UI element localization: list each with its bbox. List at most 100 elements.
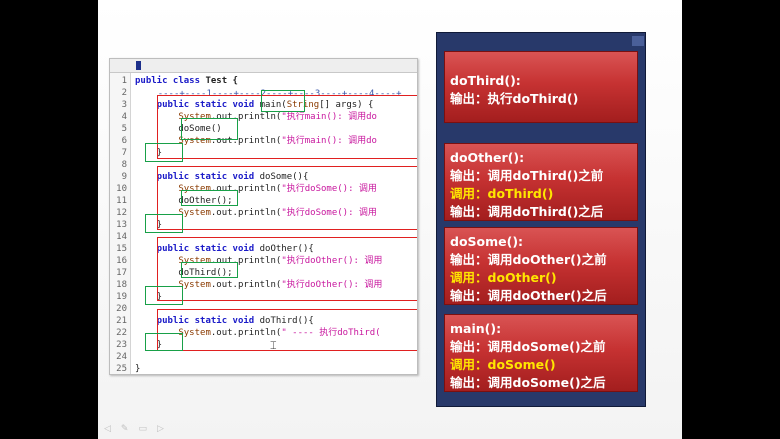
call-box-doother: [181, 190, 238, 206]
card-output-line: 输出：执行doThird(): [450, 91, 579, 106]
line-number: 5: [121, 124, 127, 134]
code-line[interactable]: 22 System.out.println(" ---- 执行doThird(: [110, 327, 417, 339]
code-token: "执行doOther(): 调用: [281, 280, 383, 290]
card-title: doThird():: [450, 73, 521, 88]
code-token: System: [135, 112, 211, 122]
code-editor[interactable]: ----+----1----+----2----+----3----+----4…: [109, 58, 418, 375]
code-token: public static void: [135, 244, 260, 254]
line-number: 7: [121, 148, 127, 158]
card-call-line: 调用：doThird(): [450, 186, 554, 201]
code-line[interactable]: 19 }: [110, 291, 417, 303]
code-line[interactable]: 15 public static void doOther(){: [110, 243, 417, 255]
code-line[interactable]: 6 System.out.println("执行main(): 调用do: [110, 135, 417, 147]
code-token: }: [135, 364, 141, 374]
code-text: }: [135, 291, 162, 303]
call-stack-card: doSome():输出：调用doOther()之前调用：doOther()输出：…: [444, 227, 638, 305]
code-token: Test {: [205, 76, 238, 86]
code-line[interactable]: 2: [110, 87, 417, 99]
code-line[interactable]: 24: [110, 351, 417, 363]
code-token: }: [135, 292, 163, 302]
line-number: 22: [116, 328, 127, 338]
code-text: System.out.println("执行doOther(): 调用: [135, 255, 382, 267]
code-line[interactable]: 14: [110, 231, 417, 243]
call-box-dosome: [181, 118, 238, 140]
code-line[interactable]: 17 doThird();: [110, 267, 417, 279]
code-line[interactable]: 20: [110, 303, 417, 315]
code-text: System.out.println("执行main(): 调用do: [135, 135, 377, 147]
line-number: 12: [116, 208, 127, 218]
slide-toolbar[interactable]: ◁✎▭▷: [104, 424, 174, 434]
back-arrow-icon[interactable]: ◁: [104, 424, 121, 434]
code-token: doOther(){: [259, 244, 314, 254]
code-token: " ---- 执行doThird(: [281, 328, 381, 338]
code-line[interactable]: 25}: [110, 363, 417, 374]
method-box-dosome: [157, 166, 417, 230]
code-line[interactable]: 5 doSome(): [110, 123, 417, 135]
line-number: 13: [116, 220, 127, 230]
code-token: "执行doOther(): 调用: [281, 256, 383, 266]
code-token: System: [135, 328, 211, 338]
code-text: System.out.println("执行doSome(): 调用: [135, 207, 377, 219]
code-line[interactable]: 7 }: [110, 147, 417, 159]
code-token: doOther();: [135, 196, 233, 206]
code-line[interactable]: 9 public static void doSome(){: [110, 171, 417, 183]
code-token: }: [135, 340, 163, 350]
menu-icon[interactable]: ▭: [138, 424, 157, 434]
code-token: "执行main(): 调用do: [281, 136, 377, 146]
code-token: }: [135, 148, 163, 158]
code-line[interactable]: 12 System.out.println("执行doSome(): 调用: [110, 207, 417, 219]
code-token: public static void: [135, 316, 260, 326]
forward-arrow-icon[interactable]: ▷: [156, 424, 174, 434]
code-text: System.out.println("执行doSome(): 调用: [135, 183, 377, 195]
code-text: public static void main(String[] args) {: [135, 99, 374, 111]
line-number: 20: [116, 304, 127, 314]
code-token: doSome(){: [259, 172, 309, 182]
ruler-marker: [136, 61, 141, 70]
line-number: 21: [116, 316, 127, 326]
line-number: 8: [121, 160, 127, 170]
code-line[interactable]: 8: [110, 159, 417, 171]
code-text: }: [135, 339, 162, 351]
line-number: 6: [121, 136, 127, 146]
line-number: 4: [121, 112, 127, 122]
card-output-line: 输出：调用doSome()之前: [450, 339, 606, 354]
call-box-dothird: [181, 262, 238, 278]
code-token: main(: [259, 100, 287, 110]
code-text: System.out.println(" ---- 执行doThird(: [135, 327, 381, 339]
code-line[interactable]: 16 System.out.println("执行doOther(): 调用: [110, 255, 417, 267]
code-token: }: [135, 220, 163, 230]
card-output-line: 输出：调用doThird()之前: [450, 168, 604, 183]
code-token: System: [135, 184, 211, 194]
pen-icon[interactable]: ✎: [120, 424, 139, 434]
line-number: 23: [116, 340, 127, 350]
code-token: [] args) {: [319, 100, 374, 110]
card-title: doOther():: [450, 150, 525, 165]
card-call-line: 调用：doSome(): [450, 357, 556, 372]
code-line[interactable]: 3 public static void main(String[] args)…: [110, 99, 417, 111]
line-number: 2: [121, 88, 127, 98]
editor-ruler: ----+----1----+----2----+----3----+----4…: [110, 59, 417, 99]
code-text: public static void doSome(){: [135, 171, 309, 183]
text-cursor-icon: ⌶: [270, 339, 277, 352]
code-line[interactable]: 13 }: [110, 219, 417, 231]
method-box-dothird: [157, 309, 417, 351]
code-line[interactable]: 21 public static void doThird(){: [110, 315, 417, 327]
code-line[interactable]: 18 System.out.println("执行doOther(): 调用: [110, 279, 417, 291]
code-token: public static void: [135, 172, 260, 182]
code-text: }: [135, 363, 141, 374]
method-box-doother: [157, 237, 417, 301]
code-line[interactable]: 10 System.out.println("执行doSome(): 调用: [110, 183, 417, 195]
card-output-line: 输出：调用doSome()之后: [450, 375, 606, 390]
return-box-dosome: [145, 214, 183, 233]
panel-corner-strip: [632, 36, 644, 46]
line-number: 24: [116, 352, 127, 362]
method-box-main: [157, 95, 417, 159]
line-number: 14: [116, 232, 127, 242]
call-box-main-entry: [261, 90, 305, 112]
line-number: 17: [116, 268, 127, 278]
code-line[interactable]: 4 System.out.println("执行main(): 调用do: [110, 111, 417, 123]
code-line[interactable]: 23 }: [110, 339, 417, 351]
code-token: doThird();: [135, 268, 233, 278]
code-line[interactable]: 11 doOther();: [110, 195, 417, 207]
